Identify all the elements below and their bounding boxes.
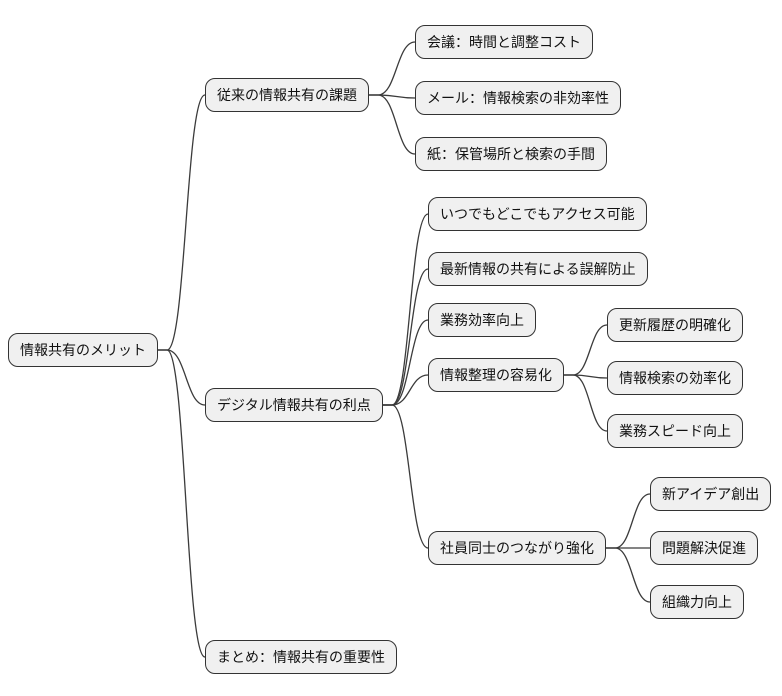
node-label: 組織力向上 xyxy=(662,595,732,611)
mindmap-node-b2c3[interactable]: 業務効率向上 xyxy=(428,303,536,337)
edge-root-to-b2 xyxy=(157,349,206,406)
node-label: メール：情報検索の非効率性 xyxy=(427,91,609,107)
mindmap-node-b2c5[interactable]: 社員同士のつながり強化 xyxy=(428,531,606,565)
mindmap-node-b2[interactable]: デジタル情報共有の利点 xyxy=(205,388,383,422)
edge-b2-to-b2c1 xyxy=(382,213,429,406)
node-label: 情報検索の効率化 xyxy=(619,371,731,387)
edge-b2c4-to-b2c4a xyxy=(563,324,608,376)
edge-b1-to-b1c3 xyxy=(368,94,416,155)
node-label: 問題解決促進 xyxy=(662,541,746,557)
mindmap-node-b1c1[interactable]: 会議：時間と調整コスト xyxy=(415,25,593,59)
mindmap-node-b2c4b[interactable]: 情報検索の効率化 xyxy=(607,361,743,395)
mindmap-node-b1c3[interactable]: 紙：保管場所と検索の手間 xyxy=(415,137,607,171)
node-label: 情報共有のメリット xyxy=(20,343,146,359)
node-label: 情報整理の容易化 xyxy=(440,368,552,384)
mindmap-node-b2c5b[interactable]: 問題解決促進 xyxy=(650,531,758,565)
node-label: デジタル情報共有の利点 xyxy=(217,398,371,414)
edge-b2c5-to-b2c5c xyxy=(605,547,651,603)
mindmap-node-b2c5c[interactable]: 組織力向上 xyxy=(650,585,744,619)
mindmap-node-b2c4[interactable]: 情報整理の容易化 xyxy=(428,358,564,392)
node-label: 業務効率向上 xyxy=(440,313,524,329)
node-label: 最新情報の共有による誤解防止 xyxy=(440,262,636,278)
node-label: いつでもどこでもアクセス可能 xyxy=(440,207,635,223)
edge-b2c5-to-b2c5a xyxy=(605,493,651,549)
edge-b2-to-b2c3 xyxy=(382,319,429,406)
mindmap-node-b2c1[interactable]: いつでもどこでもアクセス可能 xyxy=(428,197,647,231)
node-label: 従来の情報共有の課題 xyxy=(217,88,357,104)
mindmap-node-b3[interactable]: まとめ：情報共有の重要性 xyxy=(205,640,397,674)
edge-b2c4-to-b2c4c xyxy=(563,374,608,432)
edge-root-to-b1 xyxy=(157,94,206,351)
mindmap-node-b2c4a[interactable]: 更新履歴の明確化 xyxy=(607,308,743,342)
node-label: 会議：時間と調整コスト xyxy=(427,35,581,51)
node-label: 業務スピード向上 xyxy=(619,424,731,440)
node-label: 新アイデア創出 xyxy=(662,487,760,503)
mindmap-node-b2c4c[interactable]: 業務スピード向上 xyxy=(607,414,743,448)
mindmap-node-b1[interactable]: 従来の情報共有の課題 xyxy=(205,78,369,112)
mindmap-node-b2c5a[interactable]: 新アイデア創出 xyxy=(650,477,772,511)
edge-b2-to-b2c5 xyxy=(382,404,429,549)
node-label: 社員同士のつながり強化 xyxy=(440,541,594,557)
edge-b1-to-b1c1 xyxy=(368,41,416,96)
mindmap-node-root[interactable]: 情報共有のメリット xyxy=(8,333,158,367)
node-label: 紙：保管場所と検索の手間 xyxy=(427,147,595,163)
edge-root-to-b3 xyxy=(157,349,206,658)
mindmap-node-b2c2[interactable]: 最新情報の共有による誤解防止 xyxy=(428,252,648,286)
edge-b2-to-b2c2 xyxy=(382,268,429,406)
node-label: 更新履歴の明確化 xyxy=(619,318,731,334)
mindmap-node-b1c2[interactable]: メール：情報検索の非効率性 xyxy=(415,81,621,115)
node-label: まとめ：情報共有の重要性 xyxy=(217,650,385,666)
